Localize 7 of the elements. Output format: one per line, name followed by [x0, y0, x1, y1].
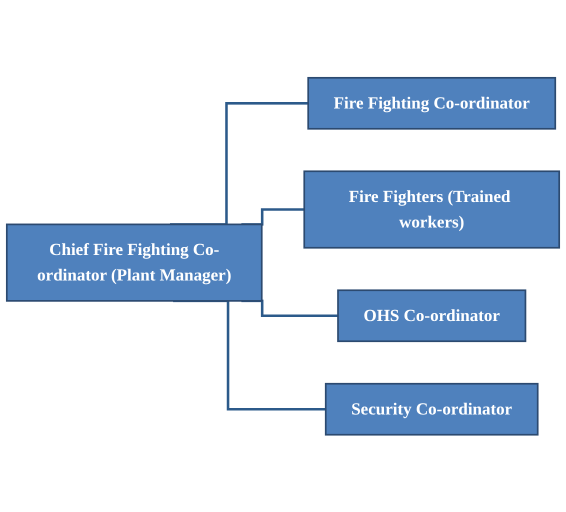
node-box: Security Co-ordinator [324, 382, 539, 436]
connector [241, 299, 338, 317]
node-box: Fire Fighters (Trained workers) [303, 170, 560, 248]
connector [173, 299, 326, 410]
node-box: OHS Co-ordinator [337, 289, 526, 342]
node-box: Fire Fighting Co-ordinator [307, 76, 556, 130]
node-box: Chief Fire Fighting Co-ordinator (Plant Manager) [6, 223, 263, 302]
